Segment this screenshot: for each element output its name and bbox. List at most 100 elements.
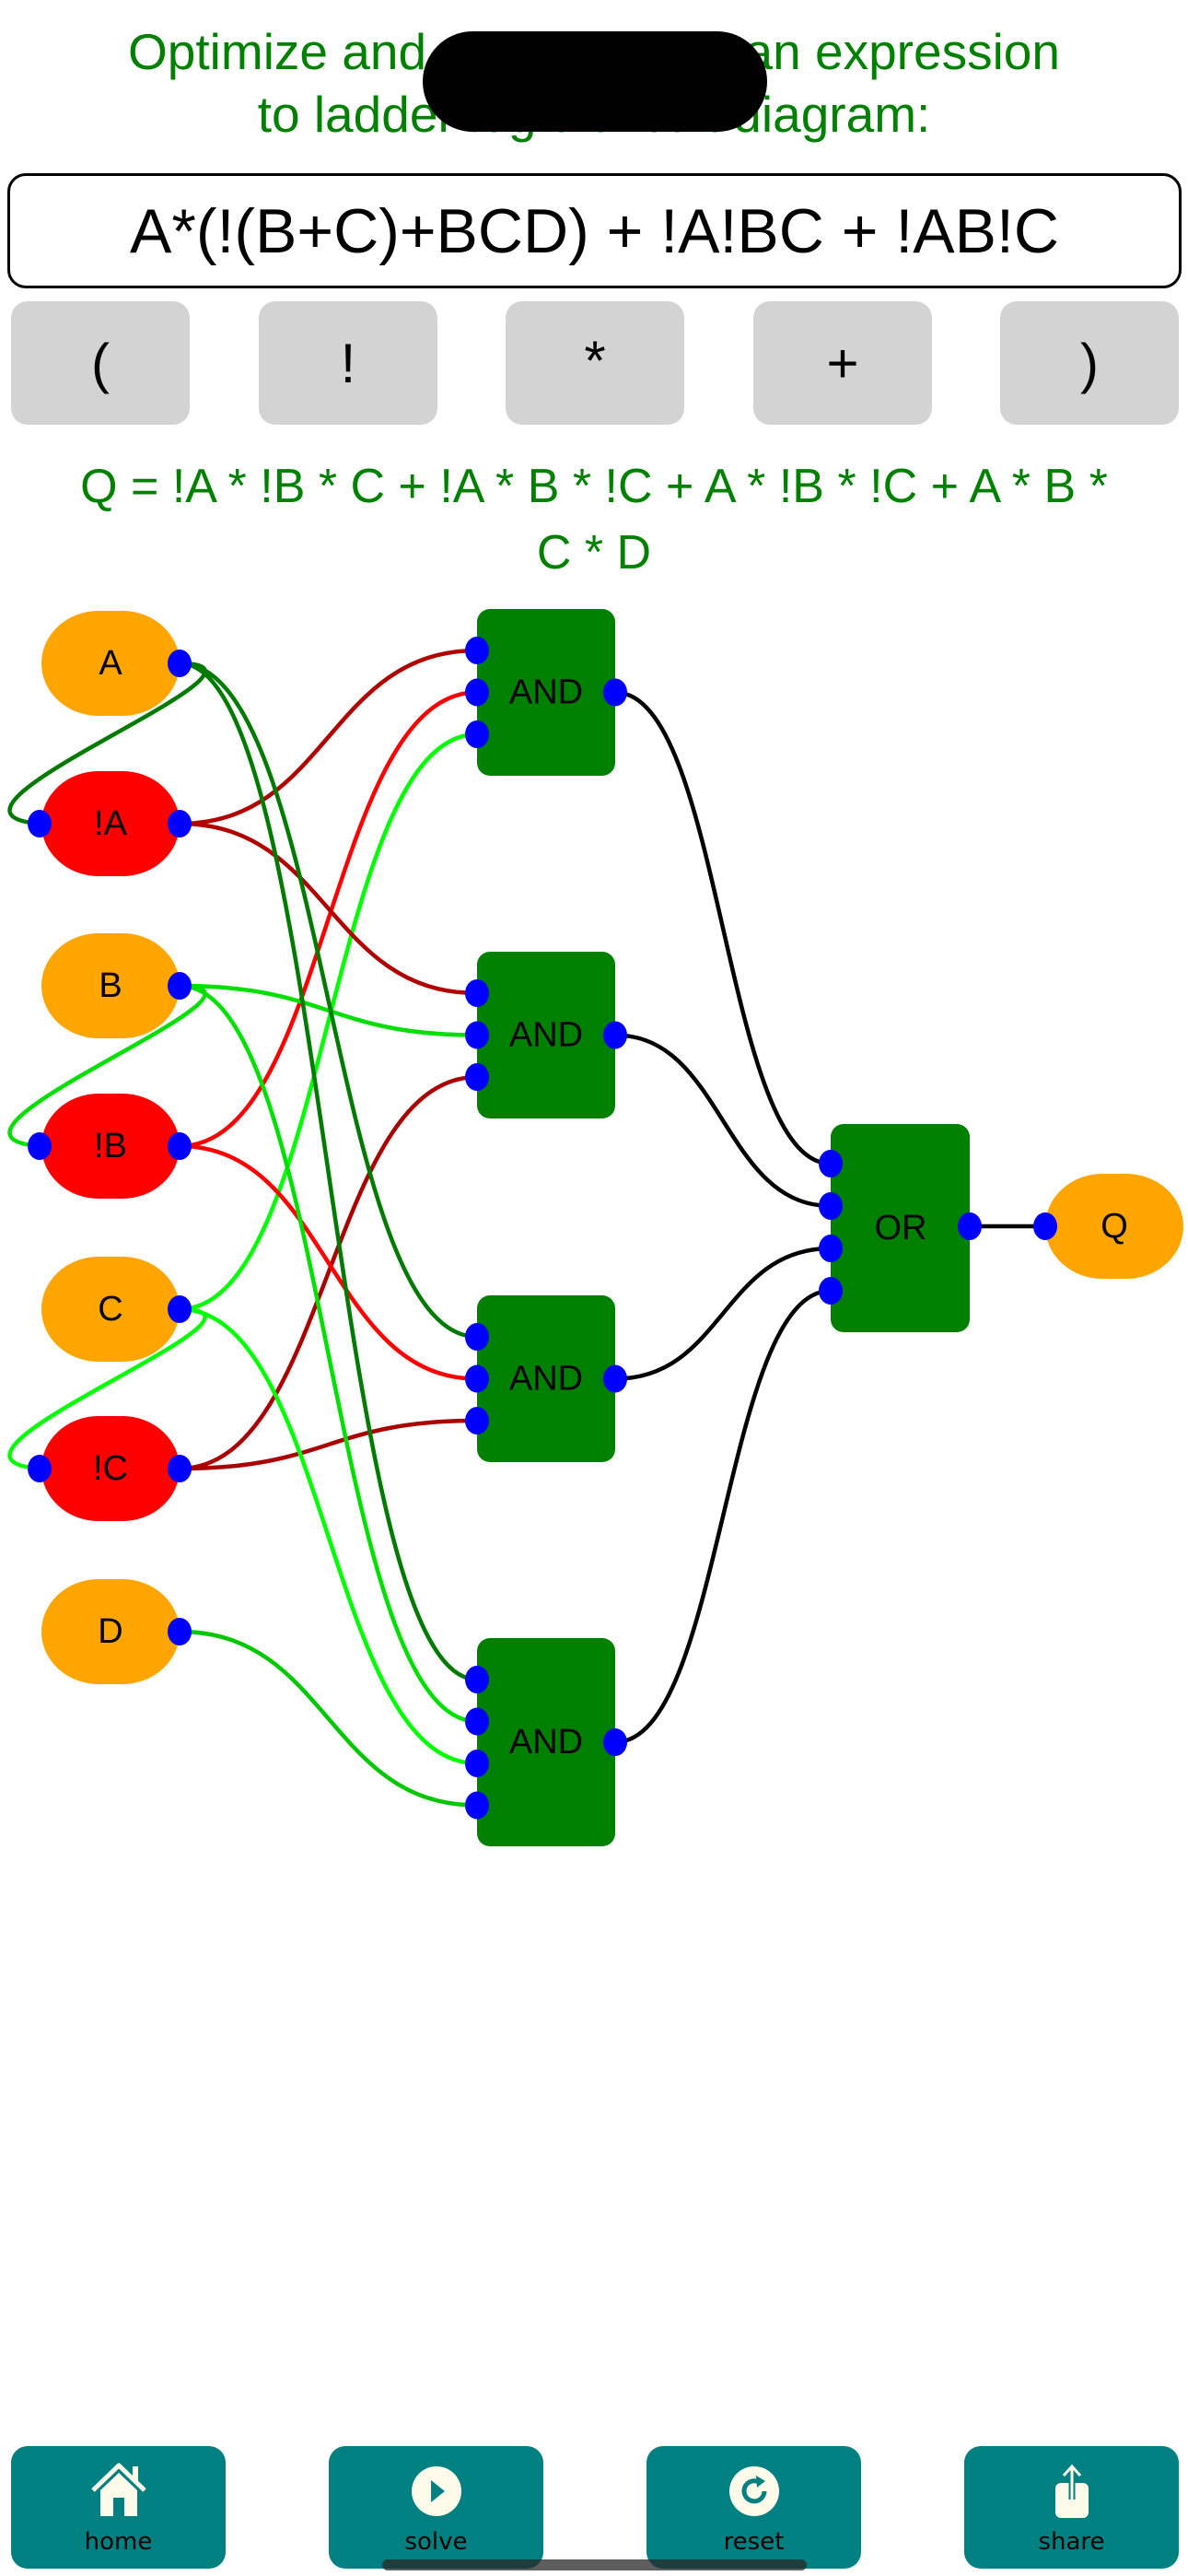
or-gate-input-pin <box>819 1150 843 1177</box>
open-paren-button[interactable]: ( <box>11 301 190 425</box>
and-gate-output-pin <box>603 1364 627 1393</box>
and-gate-output-pin <box>603 678 627 707</box>
and-button[interactable]: * <box>506 301 684 425</box>
home-label: home <box>84 2528 153 2556</box>
wire-nB <box>179 690 478 1149</box>
and-gate-input-pin <box>465 1666 489 1693</box>
input-node-label: C <box>98 1290 122 1329</box>
and-gate-input-pin <box>465 1063 489 1091</box>
optimized-expression: Q = !A * !B * C + !A * B * !C + A * !B *… <box>0 453 1188 586</box>
reset-arrow-icon <box>729 2466 779 2516</box>
input-node-B <box>41 933 180 1038</box>
or-gate-input-pin <box>819 1235 843 1262</box>
negation-wire <box>7 1306 207 1471</box>
input-node-label: A <box>99 644 122 683</box>
gate-output-wire <box>614 1288 832 1745</box>
input-node-label: B <box>99 966 122 1005</box>
expression-input[interactable]: A*(!(B+C)+BCD) + !A!BC + !AB!C <box>7 173 1182 288</box>
wire-nA <box>179 648 478 826</box>
wire-A <box>179 661 478 1340</box>
input-output-pin <box>168 650 192 677</box>
input-node-label: !A <box>94 804 128 843</box>
negation-input-pin <box>28 1132 52 1160</box>
output-input-pin <box>1033 1212 1057 1240</box>
pins <box>28 637 1057 1820</box>
input-output-pin <box>168 1132 192 1160</box>
and-gate <box>477 1295 615 1462</box>
input-node-nB <box>41 1094 180 1199</box>
not-button[interactable]: ! <box>259 301 437 425</box>
input-node-nC <box>41 1416 180 1521</box>
output-node-Q <box>1045 1174 1183 1279</box>
wire-C <box>179 732 478 1312</box>
and-gate-input-pin <box>465 1407 489 1434</box>
input-node-nA <box>41 771 180 876</box>
and-gate <box>477 1638 615 1846</box>
gate-output-wire <box>614 1246 832 1381</box>
home-indicator <box>382 2559 807 2570</box>
and-gate <box>477 952 615 1118</box>
input-node-label: !B <box>94 1127 127 1165</box>
and-button-label: * <box>584 330 606 392</box>
negation-input-pin <box>28 1455 52 1482</box>
input-node-D <box>41 1579 180 1684</box>
expression-input-value: A*(!(B+C)+BCD) + !A!BC + !AB!C <box>130 195 1059 266</box>
and-gate-output-pin <box>603 1021 627 1049</box>
gate-output-wire <box>614 1033 832 1209</box>
and-gate-input-pin <box>465 1364 489 1393</box>
input-node-C <box>41 1257 180 1362</box>
and-gate-input-pin <box>465 637 489 664</box>
and-gate-input-pin <box>465 1750 489 1777</box>
result-line-2: C * D <box>536 526 652 580</box>
wire-nA <box>179 821 478 996</box>
and-gate-label: AND <box>509 1723 583 1762</box>
wires <box>7 648 1043 1808</box>
or-gate <box>831 1124 970 1332</box>
or-gate-output-pin <box>958 1212 982 1240</box>
share-button[interactable]: share <box>964 2446 1179 2569</box>
negation-input-pin <box>28 810 52 837</box>
wire-D <box>179 1629 478 1808</box>
and-gate-input-pin <box>465 979 489 1007</box>
input-output-pin <box>168 1295 192 1323</box>
and-gate-input-pin <box>465 1323 489 1351</box>
and-gate-output-pin <box>603 1728 627 1756</box>
or-gate-label: OR <box>875 1209 927 1247</box>
reset-label: reset <box>723 2528 785 2556</box>
input-output-pin <box>168 810 192 837</box>
solve-button[interactable]: solve <box>329 2446 543 2569</box>
and-gate-input-pin <box>465 720 489 748</box>
or-button[interactable]: + <box>753 301 932 425</box>
close-paren-button[interactable]: ) <box>1000 301 1179 425</box>
share-icon <box>1055 2464 1089 2518</box>
and-gate-input-pin <box>465 1707 489 1736</box>
input-node-label: !C <box>93 1449 128 1488</box>
and-gate <box>477 609 615 776</box>
or-gate-input-pin <box>819 1277 843 1305</box>
and-gate-label: AND <box>509 1360 583 1399</box>
input-node-label: D <box>98 1612 122 1651</box>
and-gate-input-pin <box>465 678 489 707</box>
camera-notch <box>423 31 767 132</box>
wire-nC <box>179 1074 478 1471</box>
wire-nC <box>179 1418 478 1471</box>
gate-output-wire <box>614 690 832 1166</box>
wire-A <box>179 661 478 1682</box>
and-gate-label: AND <box>509 673 583 712</box>
wire-C <box>179 1306 478 1766</box>
and-gate-label: AND <box>509 1016 583 1055</box>
play-circle-icon <box>412 2466 461 2516</box>
home-button[interactable]: home <box>11 2446 226 2569</box>
input-output-pin <box>168 1618 192 1645</box>
wire-B <box>179 983 478 1724</box>
or-gate-input-pin <box>819 1192 843 1220</box>
result-line-1: Q = !A * !B * C + !A * B * !C + A * !B *… <box>80 460 1108 513</box>
share-label: share <box>1038 2528 1105 2556</box>
reset-button[interactable]: reset <box>646 2446 861 2569</box>
input-node-A <box>41 611 180 716</box>
input-output-pin <box>168 972 192 1000</box>
input-output-pin <box>168 1455 192 1482</box>
solve-label: solve <box>404 2528 468 2556</box>
